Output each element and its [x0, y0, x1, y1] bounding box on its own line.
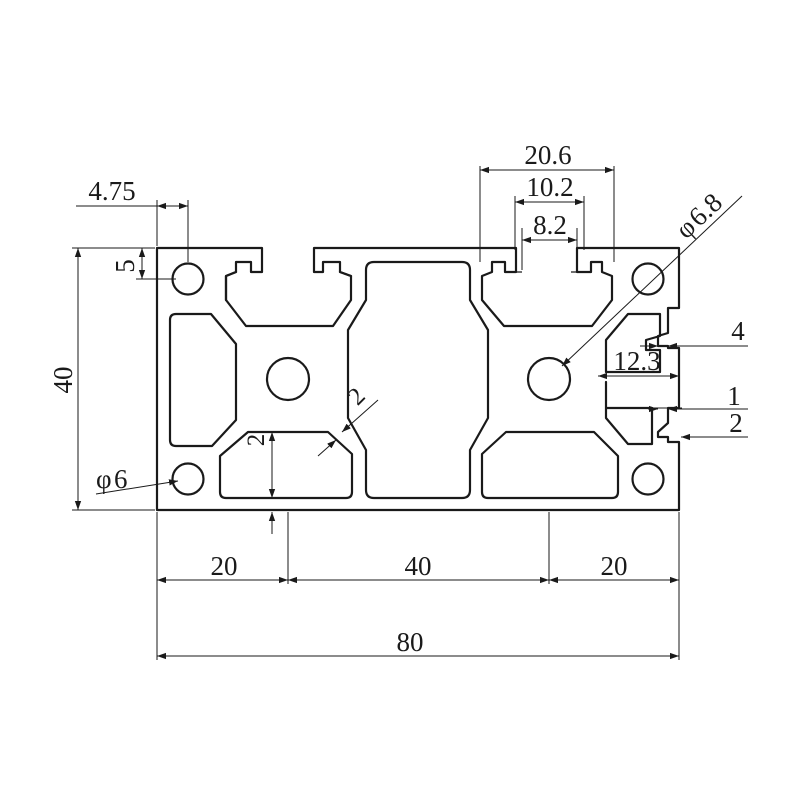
dim-label-lip-4: 4 — [731, 316, 745, 346]
dim-label-lip-2: 2 — [729, 408, 743, 438]
dim-line-diag-2-b — [317, 439, 337, 457]
dim-label-left-20: 20 — [211, 551, 238, 581]
pocket-lower-left — [218, 430, 354, 500]
corner-hole-top-right — [631, 262, 665, 296]
leader-phi6 — [95, 479, 179, 495]
center-bore-left — [265, 356, 311, 402]
corner-hole-bottom-right — [631, 462, 665, 496]
dim-label-wall-2: 2 — [243, 434, 270, 447]
dim-label-phi6: 6 — [114, 464, 128, 494]
slot-top-center-lip — [515, 248, 578, 273]
leader-phi68 — [561, 195, 743, 367]
dim-label-height-40: 40 — [48, 367, 78, 394]
dim-label-phi68-group: φ 6.8 — [670, 187, 728, 244]
dim-symbol-phi6: φ — [96, 464, 112, 494]
pocket-left — [168, 312, 238, 448]
dim-label-475: 4.75 — [88, 176, 135, 206]
dim-label-total-80: 80 — [397, 627, 424, 657]
dim-label-206: 20.6 — [524, 140, 571, 170]
corner-hole-bottom-left — [171, 462, 205, 496]
pocket-center — [346, 260, 490, 500]
pocket-lower-right — [480, 430, 620, 500]
dim-label-5: 5 — [110, 259, 140, 273]
dim-label-right-20: 20 — [601, 551, 628, 581]
corner-hole-top-left — [171, 262, 205, 296]
pocket-top-left-slot — [224, 270, 353, 302]
dim-label-middle-40: 40 — [405, 551, 432, 581]
dim-label-102: 10.2 — [526, 172, 573, 202]
dim-label-123: 12.3 — [613, 346, 660, 376]
dim-line-diag-2 — [341, 399, 379, 433]
dim-label-lip-1: 1 — [727, 381, 741, 411]
pocket-right — [604, 312, 662, 446]
dim-label-82: 8.2 — [533, 210, 567, 240]
center-bore-right — [526, 356, 572, 402]
